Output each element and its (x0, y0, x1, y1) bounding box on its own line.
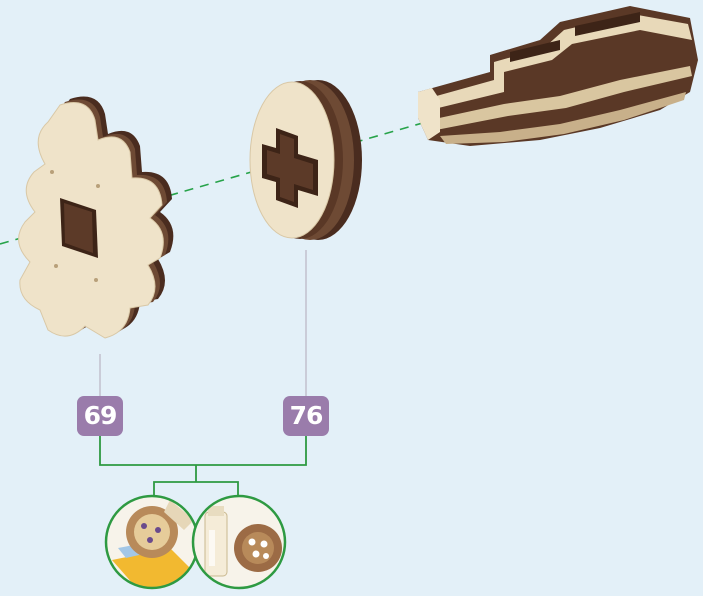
glue-application-icon (106, 496, 200, 592)
glue-connector-bracket (100, 436, 306, 498)
part-number-badge-69: 69 (77, 396, 123, 436)
part-76-disc (250, 80, 362, 240)
glue-bottle-icon (193, 496, 285, 588)
part-number-badge-76: 76 (283, 396, 329, 436)
part-69-gear (19, 97, 174, 338)
part-handle (418, 6, 698, 146)
